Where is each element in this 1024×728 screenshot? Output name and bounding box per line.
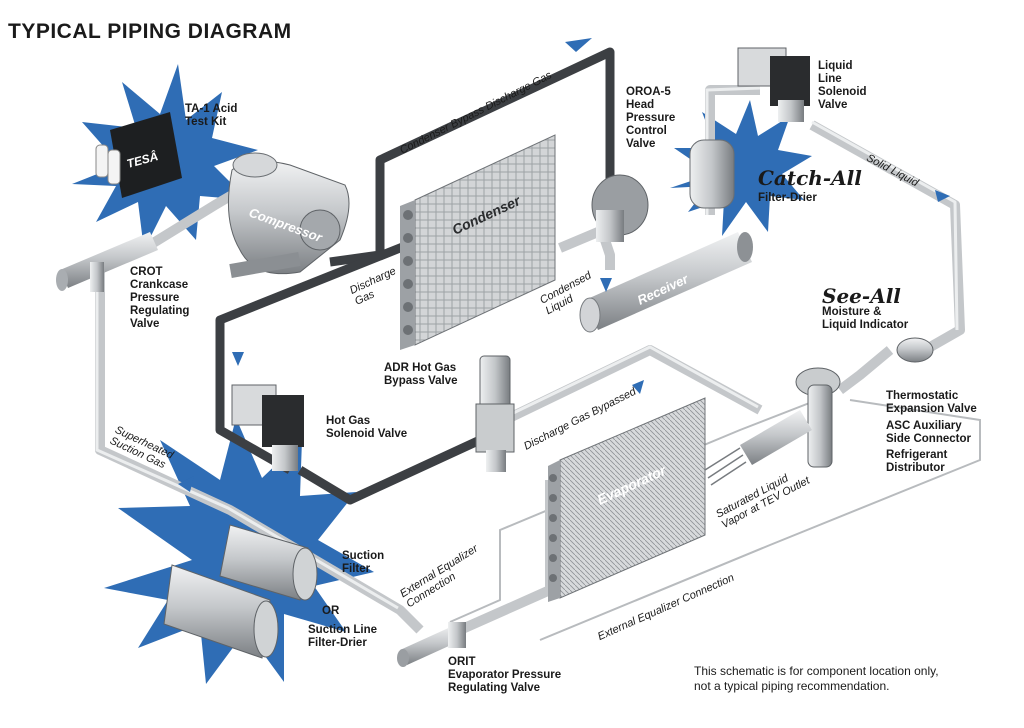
label-ta1: TA-1 Acid Test Kit xyxy=(185,103,238,128)
label-oroa: OROA-5 Head Pressure Control Valve xyxy=(626,86,676,150)
receiver xyxy=(579,232,753,333)
external-equalizer-lines xyxy=(449,394,981,641)
catch-all-logo: Catch-All xyxy=(758,166,862,190)
suction-line-filter-drier xyxy=(163,564,279,659)
arrow-superheated xyxy=(178,476,194,492)
disclaimer-note: This schematic is for component location… xyxy=(694,664,939,693)
arrow-condensed xyxy=(600,278,612,292)
label-suction-line: Suction Line Filter-Drier xyxy=(308,624,377,649)
label-filter-drier: Filter-Drier xyxy=(758,192,817,204)
oroa-valve xyxy=(591,174,649,242)
suction-filter xyxy=(219,524,318,601)
test-kit xyxy=(95,112,182,198)
label-suction-filter: Suction Filter xyxy=(342,550,385,575)
expansion-valve xyxy=(704,367,841,486)
liquid-solenoid xyxy=(737,47,810,122)
flow-arrows xyxy=(178,38,950,492)
label-tev: Thermostatic Expansion Valve xyxy=(886,390,977,415)
label-adr: ADR Hot Gas Bypass Valve xyxy=(384,362,458,387)
filter-drier xyxy=(689,139,735,209)
crot-valve xyxy=(56,232,158,292)
compressor xyxy=(227,152,350,278)
condenser xyxy=(400,134,556,350)
label-distributor: Refrigerant Distributor xyxy=(886,449,948,474)
hot-gas-solenoid xyxy=(231,384,304,471)
label-crot: CROT Crankcase Pressure Regulating Valve xyxy=(130,266,190,330)
label-moisture: Moisture & Liquid Indicator xyxy=(822,306,909,331)
evaporator xyxy=(548,397,706,602)
page-title: TYPICAL PIPING DIAGRAM xyxy=(8,20,292,43)
orit-valve xyxy=(397,622,466,667)
arrow-bypass xyxy=(565,38,592,52)
arrow-hotgas xyxy=(232,352,244,366)
dark-pipes xyxy=(215,47,615,505)
see-all-logo: See-All xyxy=(822,284,901,308)
arrow-solid-liquid xyxy=(935,190,950,202)
label-hot-gas-solenoid: Hot Gas Solenoid Valve xyxy=(326,415,408,440)
see-all-indicator xyxy=(896,337,934,363)
label-asc: ASC Auxiliary Side Connector xyxy=(886,420,971,445)
arrow-saturated xyxy=(632,380,644,394)
adr-valve xyxy=(475,355,515,472)
label-orit: ORIT Evaporator Pressure Regulating Valv… xyxy=(448,656,562,694)
label-liquid-solenoid: Liquid Line Solenoid Valve xyxy=(818,60,867,111)
label-or: OR xyxy=(322,605,340,617)
